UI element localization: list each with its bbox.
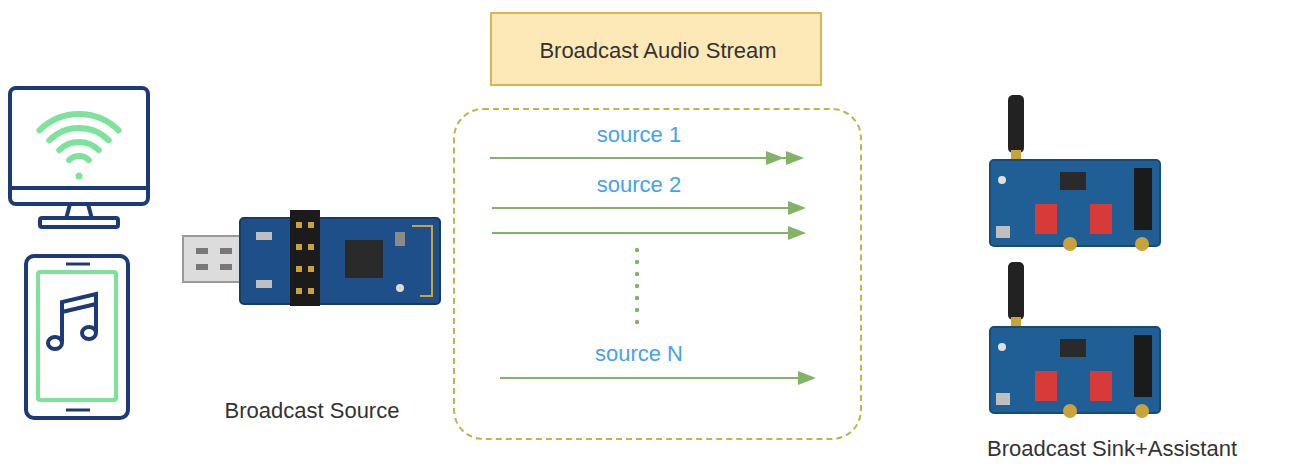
stream-label: source 2 bbox=[597, 172, 681, 197]
usb-dongle bbox=[290, 210, 320, 306]
monitor-icon bbox=[10, 186, 148, 190]
stream-arrows bbox=[490, 151, 816, 385]
music-note bbox=[62, 294, 96, 342]
usb-dongle bbox=[296, 266, 302, 272]
sink-board bbox=[998, 176, 1006, 184]
ellipsis-dots bbox=[635, 320, 639, 324]
sink-board bbox=[1063, 404, 1077, 418]
sink-board bbox=[998, 343, 1006, 351]
usb-dongle bbox=[240, 218, 440, 304]
sink-board bbox=[1060, 339, 1086, 357]
usb-dongle bbox=[308, 244, 314, 250]
ellipsis-dots bbox=[635, 248, 639, 252]
sink-board bbox=[1134, 335, 1152, 397]
stream-region: source 1 source 2 source N bbox=[453, 108, 862, 440]
phone-icon bbox=[26, 256, 128, 418]
sink-board bbox=[990, 327, 1160, 413]
usb-dongle bbox=[345, 240, 383, 278]
sink-board bbox=[1135, 237, 1149, 251]
stream-arrows bbox=[786, 151, 804, 165]
wifi-symbol bbox=[69, 156, 89, 160]
sink-board bbox=[996, 393, 1010, 405]
phone-icon bbox=[66, 263, 90, 266]
box-title: Broadcast Audio Stream bbox=[539, 38, 776, 63]
sink-board bbox=[1134, 168, 1152, 230]
device-label: Broadcast Sink+Assistant bbox=[987, 436, 1237, 461]
sink-board bbox=[1008, 262, 1024, 320]
usb-dongle bbox=[196, 248, 208, 254]
usb-dongle bbox=[308, 266, 314, 272]
monitor-icon bbox=[10, 88, 148, 227]
sink-board bbox=[1063, 237, 1077, 251]
sink-board bbox=[1035, 204, 1057, 234]
ellipsis-dots bbox=[635, 272, 639, 276]
stream-arrows bbox=[788, 201, 806, 215]
sink-board bbox=[1035, 371, 1057, 401]
usb-dongle bbox=[396, 284, 404, 292]
stream-arrows bbox=[492, 207, 790, 209]
usb-dongle bbox=[256, 280, 272, 288]
usb-dongle bbox=[220, 248, 232, 254]
usb-dongle bbox=[296, 244, 302, 250]
usb-dongle bbox=[308, 288, 314, 294]
stream-arrows bbox=[788, 226, 806, 240]
sink-board bbox=[996, 226, 1010, 238]
usb-dongle bbox=[196, 264, 208, 270]
phone-icon bbox=[38, 272, 116, 400]
wifi-symbol bbox=[59, 142, 99, 150]
stream-label: source N bbox=[595, 341, 683, 366]
usb-dongle bbox=[412, 226, 432, 296]
usb-dongle bbox=[296, 288, 302, 294]
music-note bbox=[82, 327, 96, 339]
usb-dongle bbox=[220, 264, 232, 270]
sink-board bbox=[990, 262, 1160, 418]
phone-icon bbox=[26, 256, 128, 418]
music-note bbox=[48, 337, 62, 349]
stream-arrows bbox=[798, 371, 816, 385]
sink-board bbox=[990, 95, 1160, 251]
wifi-symbol bbox=[39, 114, 118, 180]
usb-dongle bbox=[256, 232, 272, 240]
stream-arrows bbox=[766, 151, 784, 165]
ellipsis-dots bbox=[635, 260, 639, 264]
sink-board bbox=[1060, 172, 1086, 190]
stream-arrows bbox=[500, 377, 800, 379]
usb-dongle bbox=[183, 210, 440, 306]
monitor-icon bbox=[10, 88, 148, 204]
usb-dongle bbox=[183, 236, 247, 282]
wifi-symbol bbox=[76, 173, 83, 180]
wifi-symbol bbox=[49, 128, 108, 140]
title-box: Broadcast Audio Stream bbox=[490, 12, 822, 86]
device-label: Broadcast Source bbox=[225, 398, 400, 423]
sink-board bbox=[1090, 204, 1112, 234]
ellipsis-dots bbox=[635, 284, 639, 288]
stream-label: source 1 bbox=[597, 122, 681, 147]
wifi-symbol bbox=[39, 114, 118, 130]
sink-board bbox=[1135, 404, 1149, 418]
sink-board bbox=[1008, 95, 1024, 153]
usb-dongle bbox=[395, 232, 405, 246]
usb-dongle bbox=[308, 222, 314, 228]
monitor-icon bbox=[40, 218, 118, 227]
stream-arrows bbox=[492, 232, 790, 234]
phone-icon bbox=[66, 409, 90, 412]
ellipsis-dots bbox=[635, 308, 639, 312]
ellipsis-dots bbox=[635, 296, 639, 300]
sink-board bbox=[990, 160, 1160, 246]
stream-arrows bbox=[490, 157, 786, 159]
usb-dongle bbox=[296, 222, 302, 228]
ellipsis-dots bbox=[635, 248, 639, 324]
sink-board bbox=[1090, 371, 1112, 401]
music-note bbox=[48, 294, 96, 349]
